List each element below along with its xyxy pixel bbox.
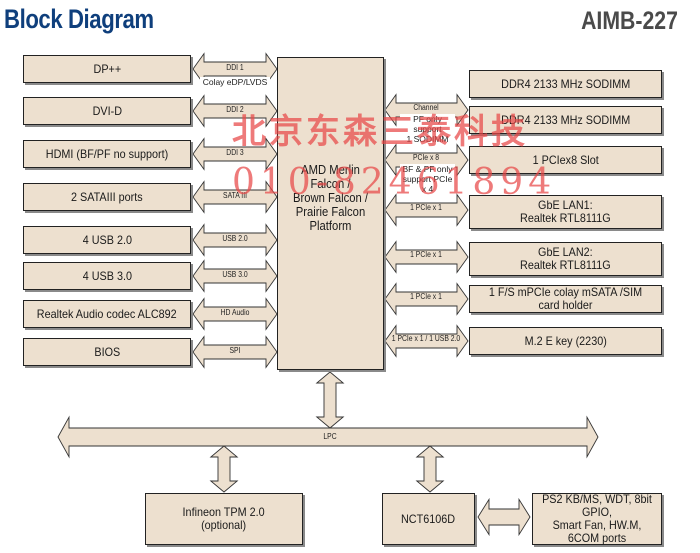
left-block-3: 2 SATAIII ports [23, 183, 191, 211]
left-bus-label-0: DDI 1 [226, 63, 244, 72]
left-block-0-label: DP++ [93, 61, 121, 76]
right-block-5-label: 1 F/S mPCIe colay mSATA /SIM card holder [488, 285, 643, 312]
right-block-1: DDR4 2133 MHz SODIMM [469, 106, 662, 134]
left-block-2-label: HDMI (BF/PF no support) [45, 146, 169, 161]
left-block-7: BIOS [23, 338, 191, 366]
right-block-4-label: GbE LAN2: Realtek RTL8111G [520, 245, 611, 272]
cpu-label: AMD Merlin Falcon / Brown Falcon / Prair… [292, 163, 369, 233]
left-block-6: Realtek Audio codec ALC892 [23, 300, 191, 328]
right-bus-arrow-3 [384, 240, 469, 274]
right-bus-label-1: PCIe x 8 [412, 153, 440, 162]
diagram-title: Block Diagram [4, 4, 154, 34]
left-block-0: DP++ [23, 55, 191, 83]
left-block-7-label: BIOS [94, 344, 120, 359]
right-block-4: GbE LAN2: Realtek RTL8111G [469, 242, 662, 276]
right-block-2-label: 1 PCIex8 Slot [532, 152, 599, 167]
superio-block: NCT6106D [382, 493, 475, 545]
lpc-bus-arrow [57, 415, 599, 459]
superio-block-label: NCT6106D [401, 511, 456, 526]
left-bus-label-7: SPI [229, 346, 241, 355]
right-bus-label-5: 1 PCIe x 1 / 1 USB 2.0 [391, 334, 461, 343]
left-block-5-label: 4 USB 3.0 [82, 268, 132, 283]
right-bus-arrow-0 [384, 93, 469, 127]
cpu-lpc-arrow [315, 371, 345, 429]
superio-io-arrow [477, 497, 531, 537]
left-bus-label-4: USB 2.0 [222, 234, 248, 243]
right-block-3: GbE LAN1: Realtek RTL8111G [469, 195, 662, 229]
left-bus-label-2: DDI 3 [226, 148, 244, 157]
right-block-6: M.2 E key (2230) [469, 327, 662, 355]
right-bus-label-4: 1 PCIe x 1 [410, 292, 442, 301]
left-block-1-label: DVI-D [92, 103, 122, 118]
io-features-block: PS2 KB/MS, WDT, 8bit GPIO, Smart Fan, HW… [532, 493, 662, 545]
right-bus-label-0: Channel [413, 103, 439, 112]
right-block-0-label: DDR4 2133 MHz SODIMM [500, 76, 631, 91]
right-bus-arrow-1 [384, 143, 469, 177]
right-bus-arrow-4 [384, 282, 469, 316]
right-bus-arrow-5 [384, 324, 469, 358]
right-block-3-label: GbE LAN1: Realtek RTL8111G [520, 198, 611, 225]
lpc-superio-arrow [415, 445, 445, 493]
lpc-tpm-arrow [209, 445, 239, 493]
left-block-2: HDMI (BF/PF no support) [23, 140, 191, 168]
right-bus-arrow-2 [384, 193, 469, 227]
left-bus-label-5: USB 3.0 [222, 270, 248, 279]
right-bus-label-2: 1 PCIe x 1 [410, 203, 442, 212]
tpm-block: Infineon TPM 2.0 (optional) [145, 493, 303, 545]
right-bus-note-0: PF only support 1 SODIMM [400, 114, 455, 144]
right-block-5: 1 F/S mPCIe colay mSATA /SIM card holder [469, 285, 662, 313]
left-bus-label-1: DDI 2 [226, 105, 244, 114]
right-bus-note-1: BF & PF only support PCIe x 4 [400, 164, 455, 194]
left-block-1: DVI-D [23, 97, 191, 125]
right-block-2: 1 PCIex8 Slot [469, 146, 662, 174]
right-block-6-label: M.2 E key (2230) [524, 333, 607, 348]
left-block-4: 4 USB 2.0 [23, 226, 191, 254]
tpm-block-label: Infineon TPM 2.0 (optional) [182, 505, 266, 532]
io-features-block-label: PS2 KB/MS, WDT, 8bit GPIO, Smart Fan, HW… [542, 492, 652, 545]
right-block-1-label: DDR4 2133 MHz SODIMM [500, 112, 631, 127]
left-block-3-label: 2 SATAIII ports [71, 189, 143, 204]
left-bus-label-6: HD Audio [220, 308, 250, 317]
cpu-platform-block: AMD Merlin Falcon / Brown Falcon / Prair… [277, 57, 384, 370]
left-block-4-label: 4 USB 2.0 [82, 232, 132, 247]
right-bus-label-3: 1 PCIe x 1 [410, 250, 442, 259]
model-name: AIMB-227 [581, 7, 678, 35]
lpc-label: LPC [323, 432, 337, 441]
left-bus-note-0: Colay eDP/LVDS [200, 77, 270, 88]
right-block-0: DDR4 2133 MHz SODIMM [469, 70, 662, 98]
left-block-6-label: Realtek Audio codec ALC892 [37, 306, 177, 321]
left-bus-label-3: SATA III [223, 191, 247, 200]
left-block-5: 4 USB 3.0 [23, 262, 191, 290]
